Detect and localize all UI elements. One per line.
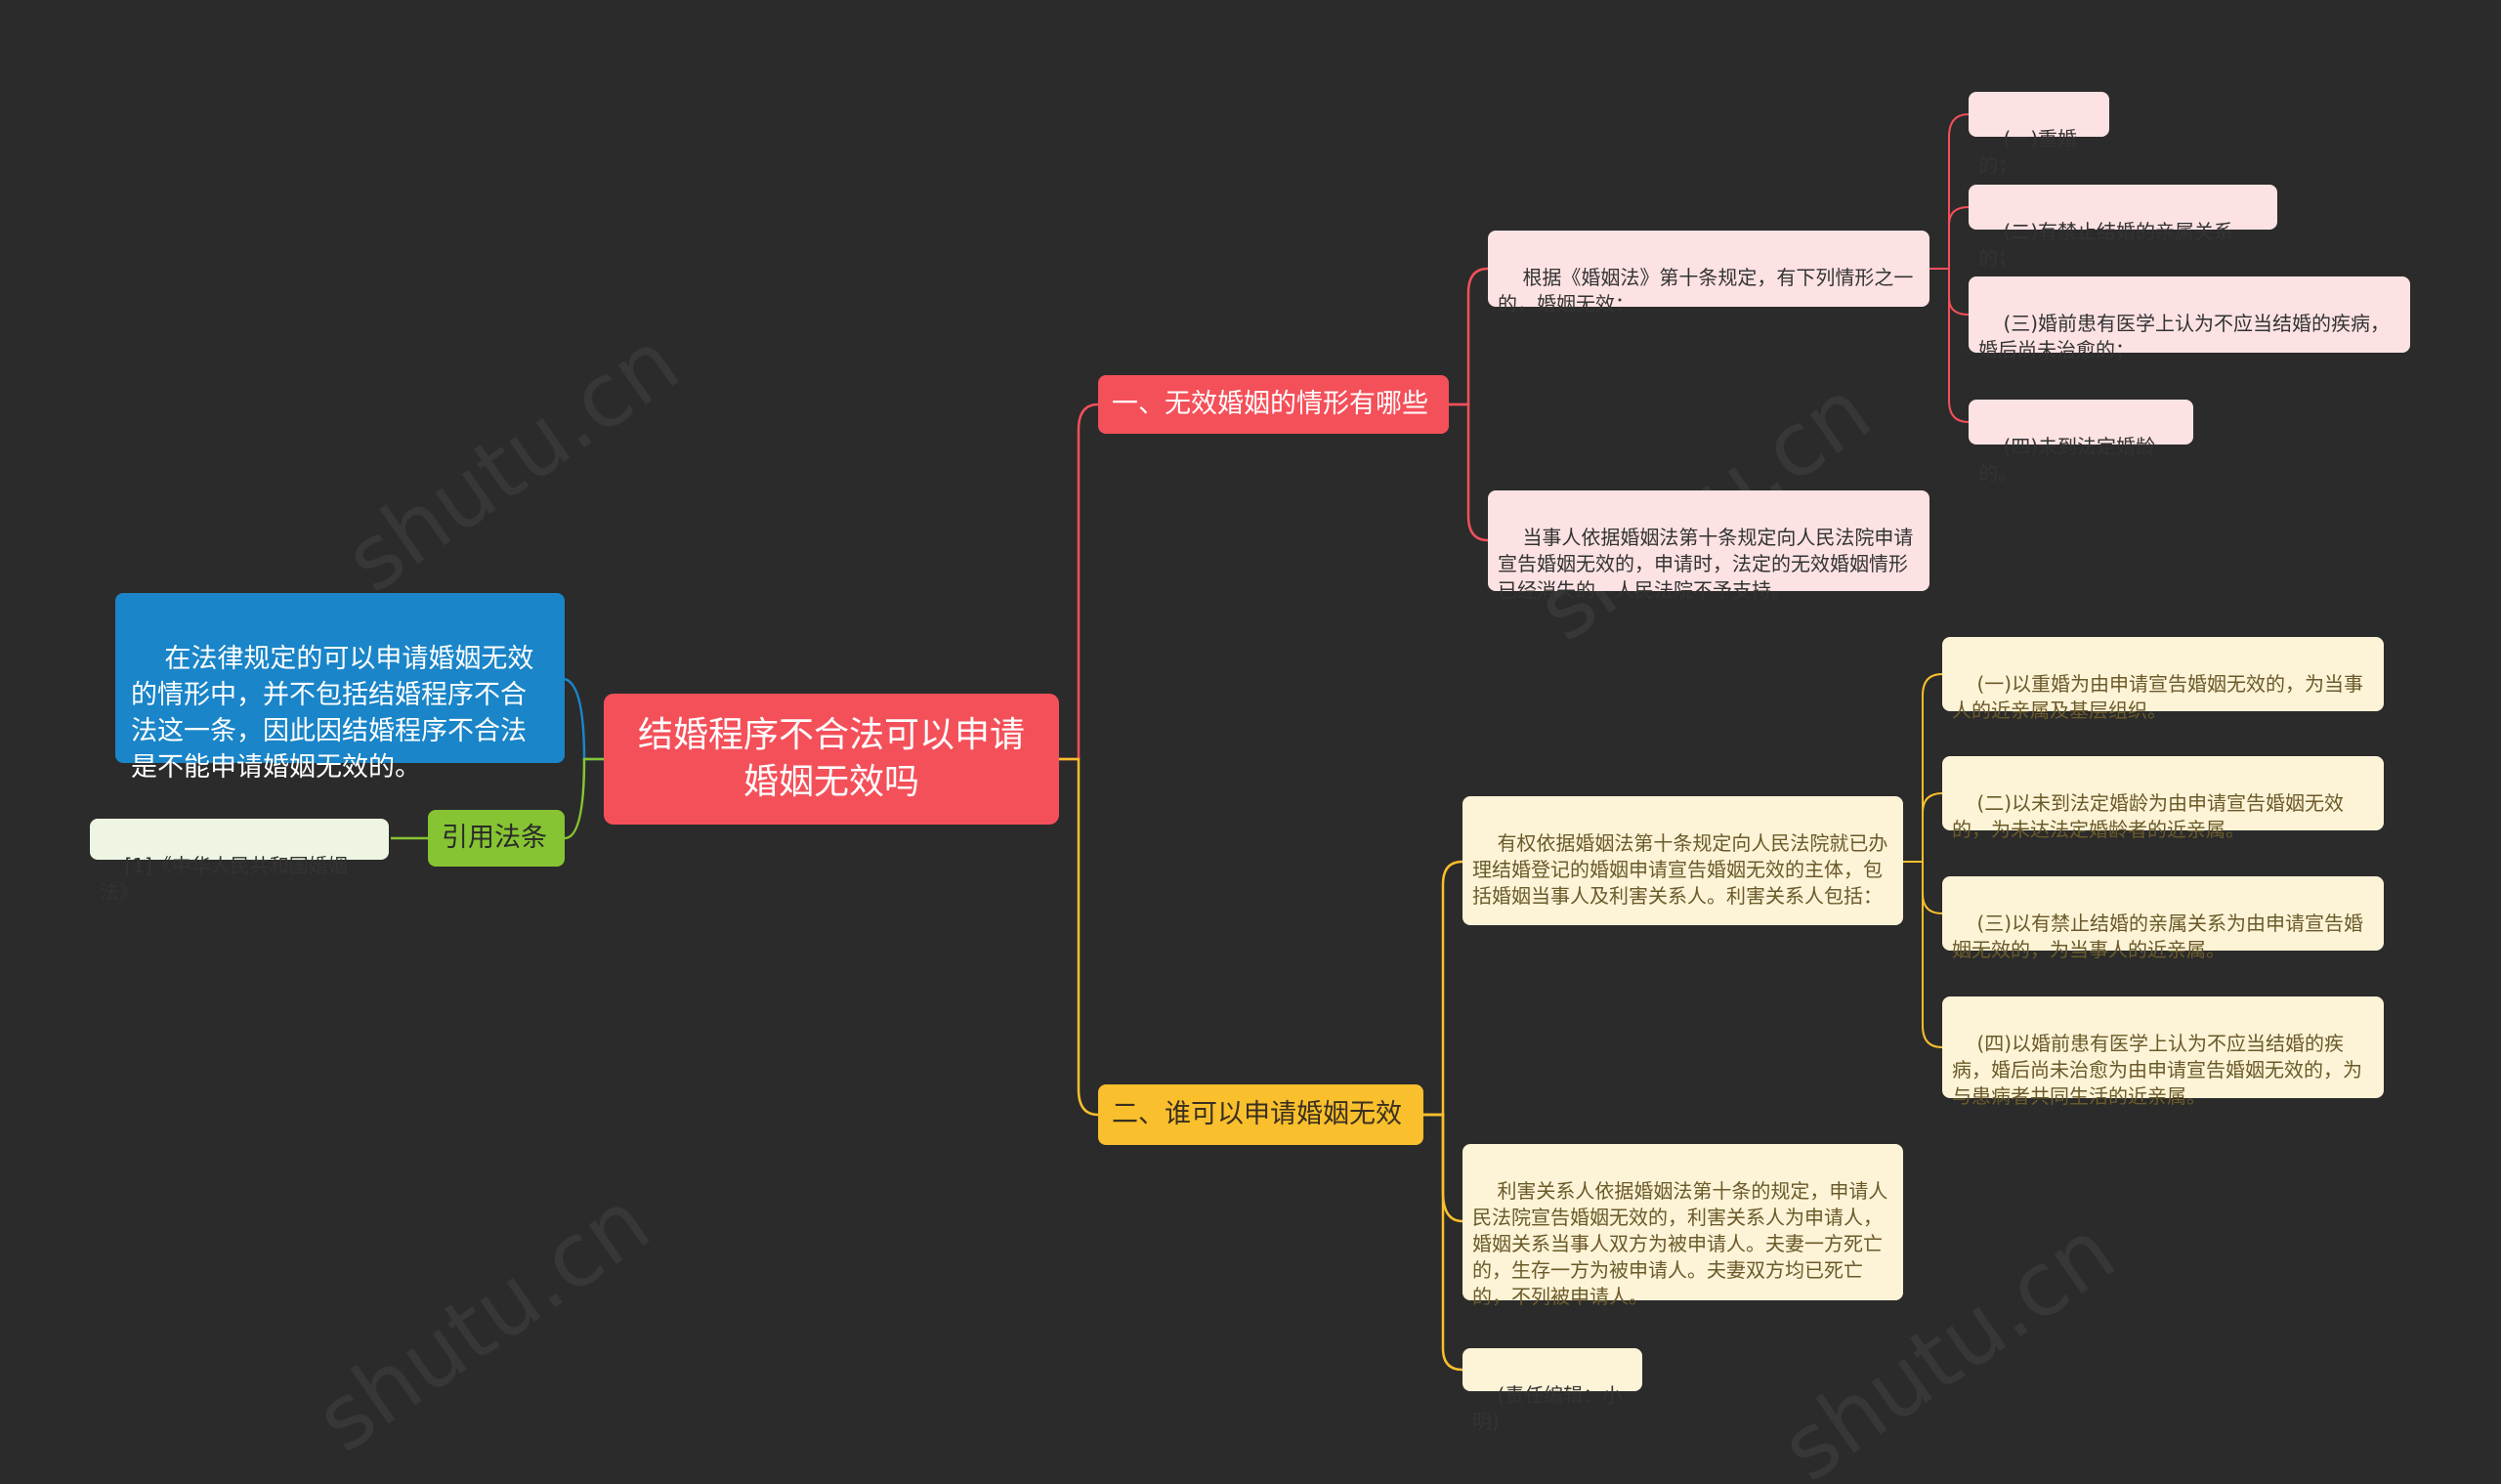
- citation-leaf[interactable]: [1]《中华人民共和国婚姻法》: [90, 819, 389, 904]
- root-topic[interactable]: 结婚程序不合法可以申请婚姻无效吗: [604, 694, 1059, 825]
- leaf-item-text: (一)重婚的；: [1978, 127, 2078, 177]
- leaf-editor[interactable]: (责任编辑：小明): [1462, 1348, 1642, 1433]
- leaf-editor-text: (责任编辑：小明): [1472, 1383, 1623, 1433]
- leaf-item[interactable]: (四)以婚前患有医学上认为不应当结婚的疾病，婚后尚未治愈为由申请宣告婚姻无效的，…: [1942, 996, 2384, 1108]
- root-topic-label: 结婚程序不合法可以申请婚姻无效吗: [637, 715, 1025, 802]
- leaf-applicants[interactable]: 有权依据婚姻法第十条规定向人民法院就已办理结婚登记的婚姻申请宣告婚姻无效的主体，…: [1462, 796, 1903, 925]
- leaf-item-text: (二)以未到法定婚龄为由申请宣告婚姻无效的，为未达法定婚龄者的近亲属。: [1952, 791, 2345, 841]
- branch-invalid-marriage-cases-label: 一、无效婚姻的情形有哪些: [1112, 389, 1428, 419]
- leaf-item-text: (二)有禁止结婚的亲属关系的；: [1978, 220, 2234, 270]
- leaf-item[interactable]: (一)以重婚为由申请宣告婚姻无效的，为当事人的近亲属及基层组织。: [1942, 637, 2384, 722]
- leaf-item-text: (一)以重婚为由申请宣告婚姻无效的，为当事人的近亲属及基层组织。: [1952, 672, 2364, 722]
- leaf-item[interactable]: (三)婚前患有医学上认为不应当结婚的疾病，婚后尚未治愈的；: [1969, 276, 2410, 361]
- leaf-item[interactable]: (三)以有禁止结婚的亲属关系为由申请宣告婚姻无效的，为当事人的近亲属。: [1942, 876, 2384, 961]
- summary-note[interactable]: 在法律规定的可以申请婚姻无效的情形中，并不包括结婚程序不合法这一条，因此因结婚程…: [115, 593, 565, 783]
- leaf-interested-party[interactable]: 利害关系人依据婚姻法第十条的规定，申请人民法院宣告婚姻无效的，利害关系人为申请人…: [1462, 1144, 1903, 1308]
- branch-who-can-apply-label: 二、谁可以申请婚姻无效: [1112, 1099, 1402, 1129]
- leaf-court-not-support[interactable]: 当事人依据婚姻法第十条规定向人民法院申请宣告婚姻无效的，申请时，法定的无效婚姻情…: [1488, 490, 1929, 602]
- leaf-article-ten[interactable]: 根据《婚姻法》第十条规定，有下列情形之一的，婚姻无效：: [1488, 231, 1929, 316]
- leaf-item-text: (三)婚前患有医学上认为不应当结婚的疾病，婚后尚未治愈的；: [1978, 312, 2391, 361]
- summary-note-text: 在法律规定的可以申请婚姻无效的情形中，并不包括结婚程序不合法这一条，因此因结婚程…: [131, 644, 534, 783]
- leaf-applicants-text: 有权依据婚姻法第十条规定向人民法院就已办理结婚登记的婚姻申请宣告婚姻无效的主体，…: [1472, 831, 1888, 908]
- branch-invalid-marriage-cases[interactable]: 一、无效婚姻的情形有哪些: [1098, 375, 1449, 434]
- leaf-item[interactable]: (二)以未到法定婚龄为由申请宣告婚姻无效的，为未达法定婚龄者的近亲属。: [1942, 756, 2384, 841]
- leaf-item-text: (四)未到法定婚龄的。: [1978, 435, 2156, 485]
- citation-branch-label: 引用法条: [442, 823, 547, 853]
- leaf-interested-party-text: 利害关系人依据婚姻法第十条的规定，申请人民法院宣告婚姻无效的，利害关系人为申请人…: [1472, 1179, 1888, 1308]
- citation-branch[interactable]: 引用法条: [428, 810, 565, 867]
- leaf-item[interactable]: (二)有禁止结婚的亲属关系的；: [1969, 185, 2277, 270]
- branch-who-can-apply[interactable]: 二、谁可以申请婚姻无效: [1098, 1084, 1423, 1145]
- leaf-item-text: (四)以婚前患有医学上认为不应当结婚的疾病，婚后尚未治愈为由申请宣告婚姻无效的，…: [1952, 1032, 2362, 1108]
- citation-leaf-text: [1]《中华人民共和国婚姻法》: [100, 854, 348, 904]
- leaf-item-text: (三)以有禁止结婚的亲属关系为由申请宣告婚姻无效的，为当事人的近亲属。: [1952, 912, 2364, 961]
- leaf-item[interactable]: (一)重婚的；: [1969, 92, 2109, 177]
- leaf-court-not-support-text: 当事人依据婚姻法第十条规定向人民法院申请宣告婚姻无效的，申请时，法定的无效婚姻情…: [1498, 526, 1914, 602]
- leaf-article-ten-text: 根据《婚姻法》第十条规定，有下列情形之一的，婚姻无效：: [1498, 266, 1914, 316]
- leaf-item[interactable]: (四)未到法定婚龄的。: [1969, 400, 2193, 485]
